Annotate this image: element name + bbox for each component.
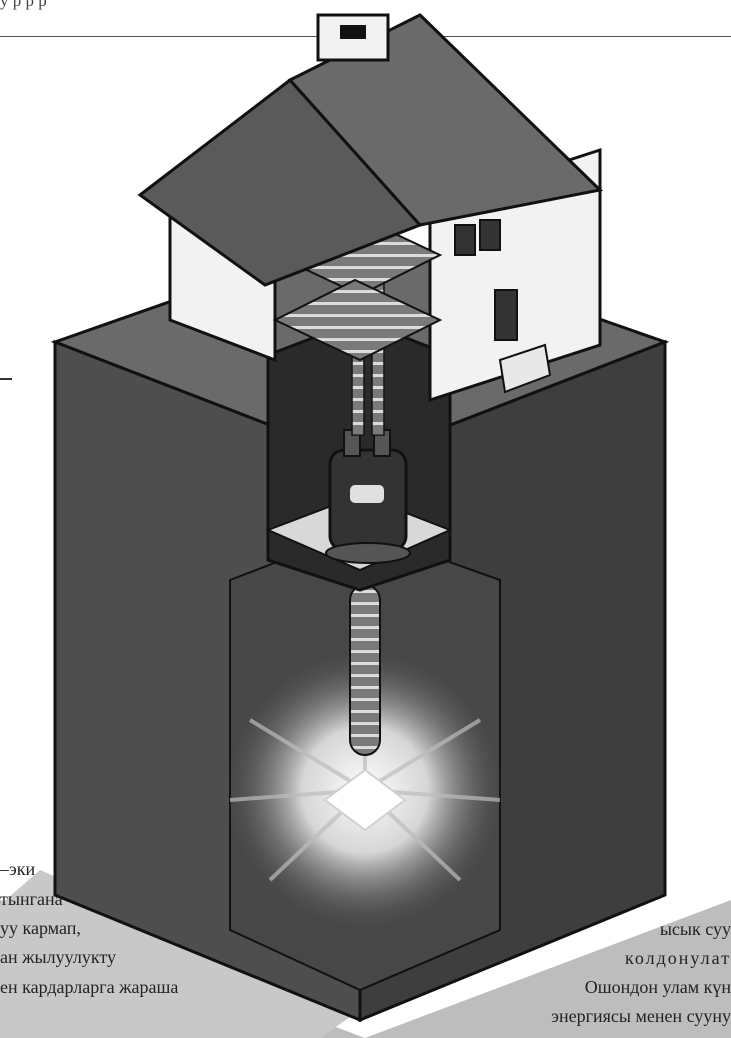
right-text-line-4: энергиясы менен сууну xyxy=(551,1005,731,1027)
left-text-line-5: ен кардарларга жараша xyxy=(0,976,178,998)
heat-pump-unit xyxy=(326,430,410,563)
right-text-line-3: Ошондон улам күн xyxy=(585,976,731,998)
left-text-line-2: тынгана xyxy=(0,888,63,910)
left-text-line-3: уу кармап, xyxy=(0,917,81,939)
left-text-line-1: –эки xyxy=(0,858,35,880)
ground-loop-pipe xyxy=(350,585,380,755)
right-text-line-1: ысык суу xyxy=(660,918,731,940)
right-text-line-2: колдонулат xyxy=(625,947,731,969)
left-text-line-4: ан жылуулукту xyxy=(0,946,116,968)
